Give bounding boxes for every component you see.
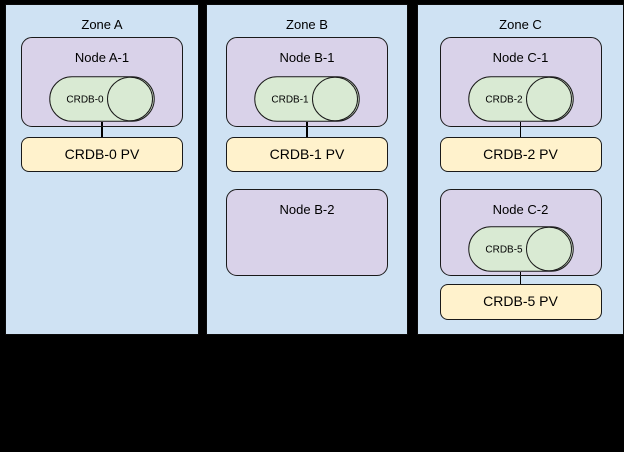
node-c1-box: Node C-1 CRDB-2 xyxy=(439,37,602,127)
node-group: Node A-1 CRDB-0 CRDB-0 PV xyxy=(6,37,198,172)
pv-box-crdb1: CRDB-1 PV xyxy=(226,137,388,172)
node-b2-title: Node B-2 xyxy=(279,202,335,217)
pv-box-crdb0: CRDB-0 PV xyxy=(21,137,183,172)
disk-label: CRDB-0 xyxy=(66,95,104,106)
database-cylinder-icon: CRDB-5 xyxy=(467,226,574,272)
node-group: Node C-1 CRDB-2 CRDB-2 PV xyxy=(418,37,623,172)
pv-box-crdb2: CRDB-2 PV xyxy=(439,137,602,172)
database-cylinder-icon: CRDB-1 xyxy=(254,76,360,122)
zone-c-title: Zone C xyxy=(499,17,542,32)
node-b1-box: Node B-1 CRDB-1 xyxy=(226,37,388,127)
database-cylinder-icon: CRDB-2 xyxy=(467,76,574,122)
node-a1-box: Node A-1 CRDB-0 xyxy=(21,37,183,127)
node-group: Node C-2 CRDB-5 CRDB-5 PV xyxy=(418,189,623,320)
zone-b: Zone B Node B-1 CRDB-1 CRDB-1 PV Node B-… xyxy=(206,4,408,335)
connector-stub xyxy=(101,122,103,126)
node-c2-title: Node C-2 xyxy=(492,202,549,217)
connector-stub xyxy=(519,272,522,275)
disk-label: CRDB-1 xyxy=(271,95,309,106)
node-c1-title: Node C-1 xyxy=(492,50,549,65)
connector-stub xyxy=(519,122,522,126)
connector-line xyxy=(519,127,522,137)
zone-a-title: Zone A xyxy=(81,17,123,32)
connector-line xyxy=(101,127,103,137)
database-cylinder-icon: CRDB-0 xyxy=(49,76,155,122)
node-group: Node B-1 CRDB-1 CRDB-1 PV xyxy=(207,37,407,172)
node-a1-title: Node A-1 xyxy=(74,50,130,65)
connector-line xyxy=(306,127,308,137)
node-b2-box: Node B-2 xyxy=(226,189,388,276)
zone-a: Zone A Node A-1 CRDB-0 CRDB-0 PV xyxy=(5,4,199,335)
node-b1-title: Node B-1 xyxy=(279,50,335,65)
disk-label: CRDB-5 xyxy=(485,245,523,256)
zone-b-title: Zone B xyxy=(286,17,328,32)
node-c2-box: Node C-2 CRDB-5 xyxy=(439,189,602,276)
zone-c: Zone C Node C-1 CRDB-2 CRDB-2 PV Node C-… xyxy=(417,4,624,335)
connector-line xyxy=(519,276,522,284)
connector-stub xyxy=(306,122,308,126)
disk-label: CRDB-2 xyxy=(485,95,523,106)
pv-box-crdb5: CRDB-5 PV xyxy=(439,284,602,320)
